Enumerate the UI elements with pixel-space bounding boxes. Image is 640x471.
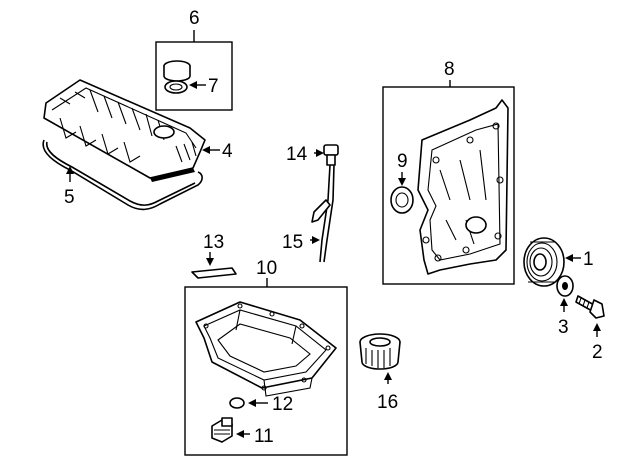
dipstick-handle bbox=[323, 144, 339, 166]
group-box-10 bbox=[184, 286, 348, 456]
arrowhead-1 bbox=[565, 254, 573, 262]
group-box-8 bbox=[382, 86, 515, 285]
callout-12: 12 bbox=[272, 394, 293, 415]
oil-pan bbox=[195, 301, 337, 397]
dipstick-tube bbox=[311, 164, 335, 263]
arrowhead-5 bbox=[66, 166, 74, 174]
callout-8: 8 bbox=[444, 59, 455, 80]
oil-filter bbox=[359, 333, 401, 370]
callout-6: 6 bbox=[189, 8, 200, 29]
arrowhead-7 bbox=[189, 81, 197, 89]
cap-seal-ring bbox=[164, 80, 188, 94]
callout-5: 5 bbox=[64, 187, 75, 208]
callout-4: 4 bbox=[222, 141, 233, 162]
drain-plug-gasket bbox=[229, 397, 245, 409]
callout-11: 11 bbox=[254, 426, 274, 447]
arrowhead-15 bbox=[312, 236, 320, 244]
pulley-bolt bbox=[575, 295, 605, 319]
callout-13: 13 bbox=[203, 232, 224, 253]
arrowhead-3 bbox=[560, 298, 568, 306]
oil-baffle-plate bbox=[191, 267, 237, 279]
oil-filler-cap bbox=[163, 60, 191, 82]
callout-3: 3 bbox=[558, 317, 569, 338]
valve-cover-gasket bbox=[42, 139, 203, 211]
arrowhead-11 bbox=[236, 430, 244, 438]
callout-1: 1 bbox=[583, 249, 594, 270]
timing-cover bbox=[417, 99, 509, 275]
arrowhead-9 bbox=[398, 178, 406, 186]
callout-10: 10 bbox=[256, 258, 277, 279]
arrowhead-13 bbox=[206, 258, 214, 266]
callout-14: 14 bbox=[286, 144, 308, 165]
arrowhead-14 bbox=[316, 149, 324, 157]
arrowhead-16 bbox=[384, 372, 392, 380]
drain-plug bbox=[211, 417, 233, 443]
crankshaft-pulley bbox=[523, 237, 565, 287]
callout-2: 2 bbox=[592, 342, 603, 363]
pulley-washer bbox=[556, 275, 574, 297]
callout-9: 9 bbox=[397, 151, 408, 172]
arrowhead-2 bbox=[593, 323, 601, 331]
callout-15: 15 bbox=[282, 232, 303, 253]
valve-cover bbox=[43, 79, 206, 182]
callout-16: 16 bbox=[377, 392, 398, 413]
callout-7: 7 bbox=[208, 76, 219, 97]
arrowhead-4 bbox=[202, 146, 210, 154]
arrowhead-12 bbox=[248, 399, 256, 407]
crankshaft-seal bbox=[390, 186, 414, 214]
